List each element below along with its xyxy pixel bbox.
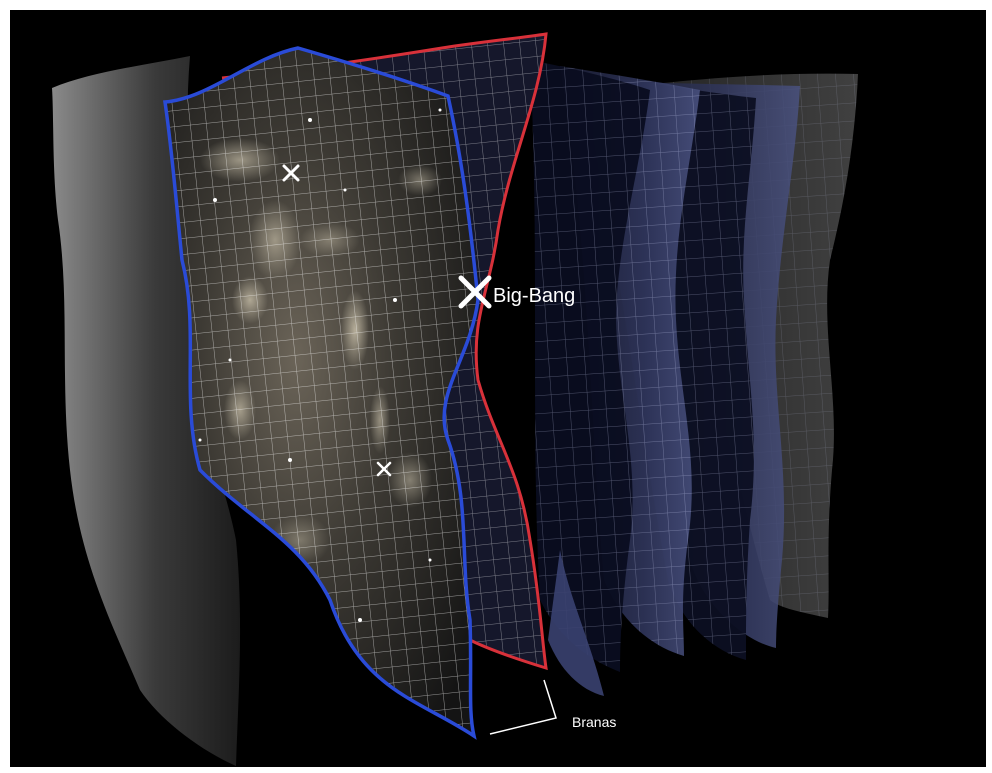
big-bang-label: Big-Bang: [493, 285, 575, 307]
cross-marker-lower: [376, 461, 392, 477]
brane-left-grey: [52, 56, 241, 766]
branes-label: Branas: [572, 714, 616, 730]
brane-back-0: [548, 550, 604, 696]
cross-marker-upper: [282, 164, 300, 182]
primary-brane-border: [163, 46, 480, 740]
branes-bracket: [489, 679, 557, 735]
big-bang-marker: [458, 275, 492, 309]
brane-back-1-grid: [530, 60, 650, 672]
